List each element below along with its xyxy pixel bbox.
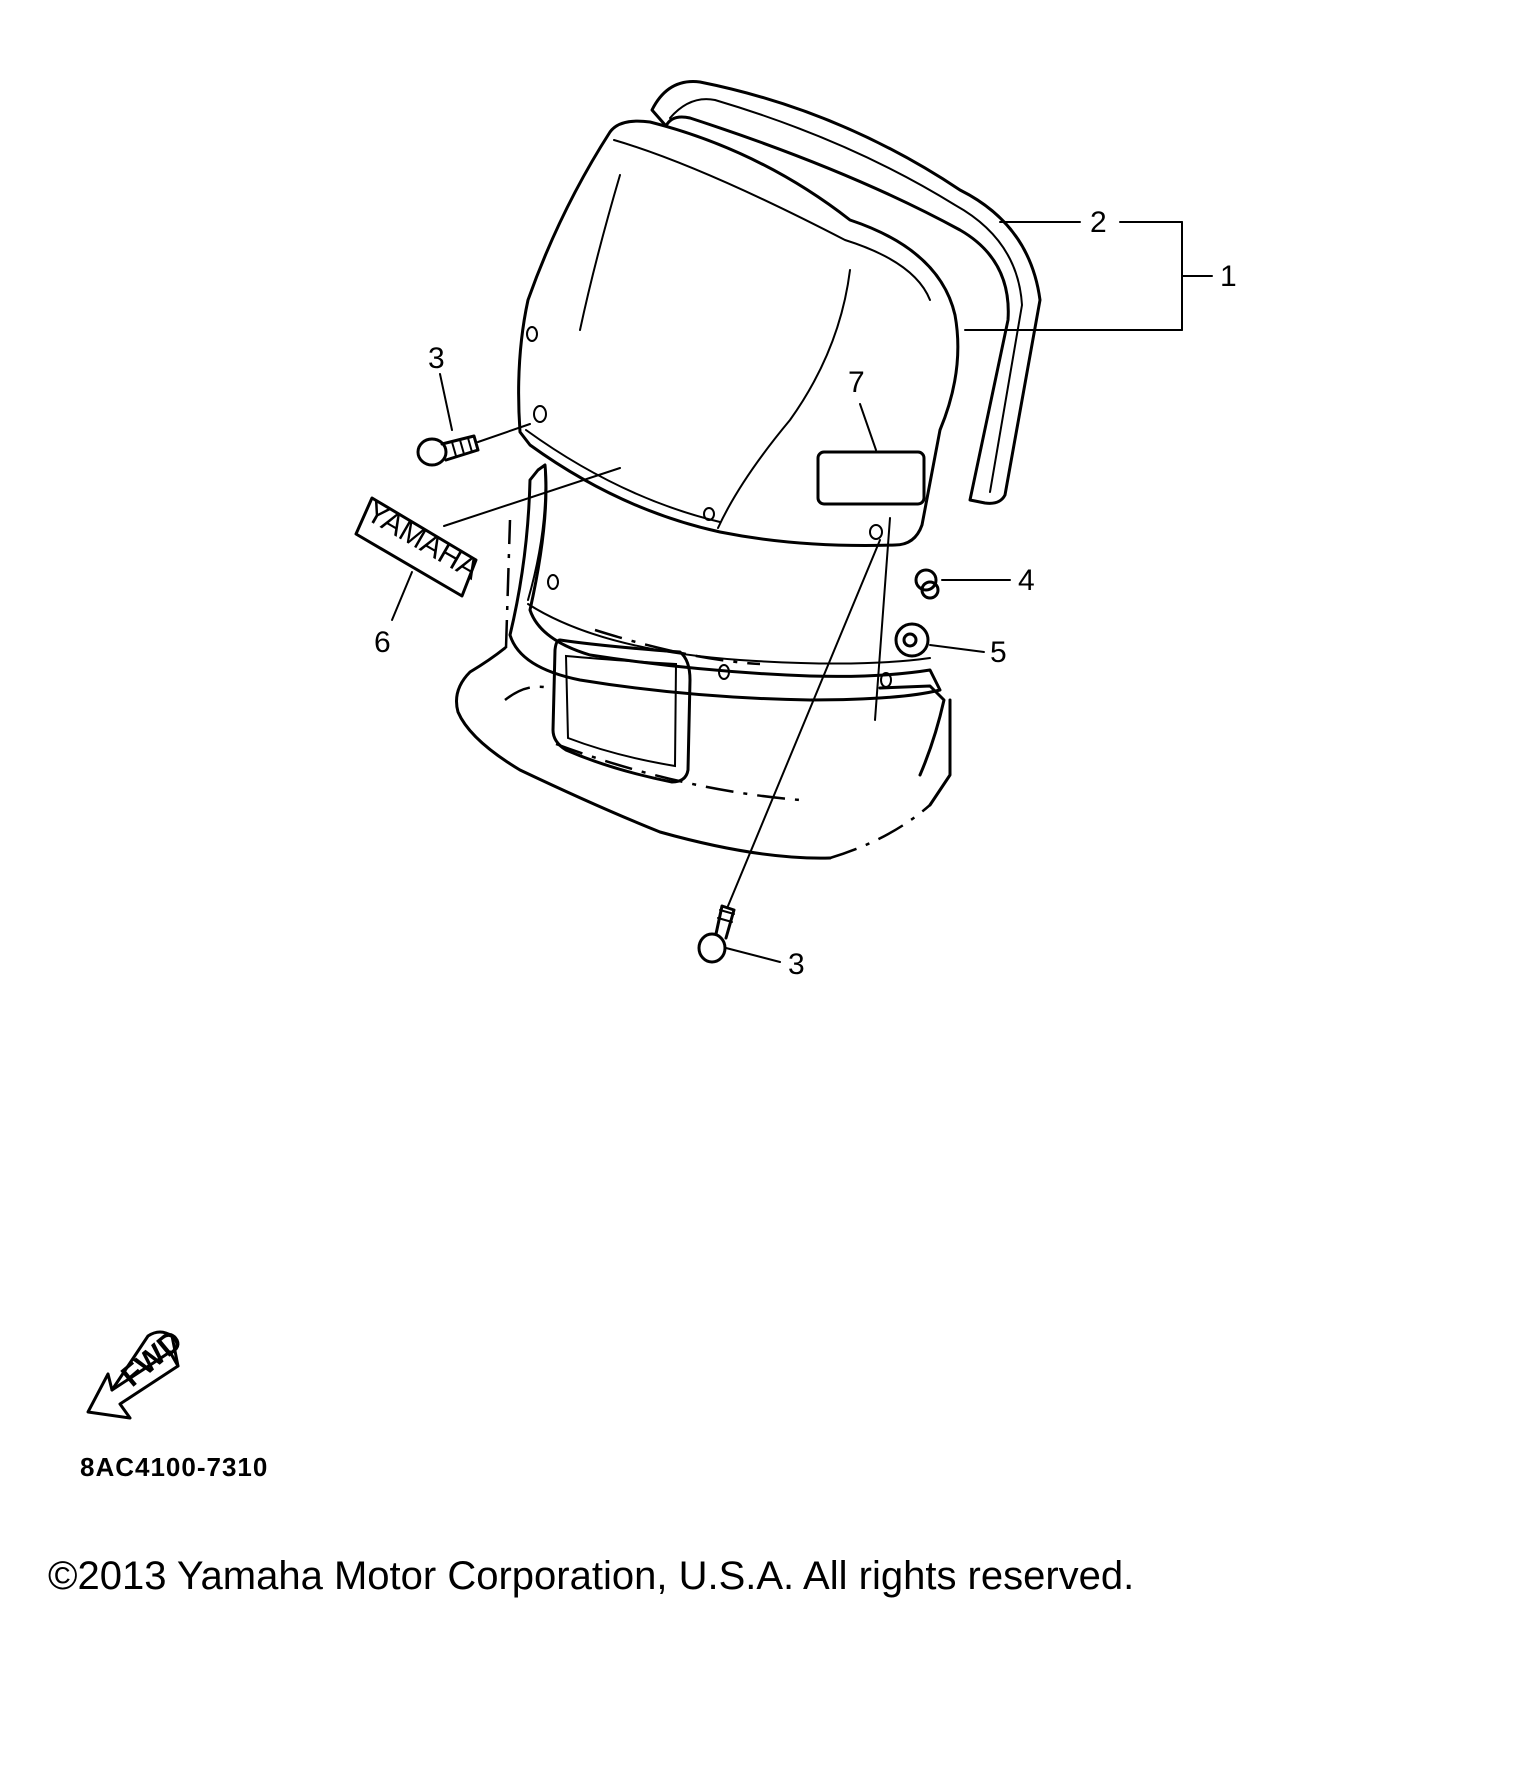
callout-3-top: 3: [428, 342, 445, 375]
assembly-bracket: [964, 221, 1213, 331]
yamaha-decal: YAMAHA: [354, 467, 621, 621]
diagram-code: 8AC4100-7310: [80, 1452, 269, 1482]
callout-1: 1: [1220, 260, 1237, 293]
callout-3-bottom: 3: [788, 948, 805, 981]
screw-bottom: [697, 539, 881, 964]
windshield-seal-strip: [650, 80, 1042, 505]
windshield-panel: [517, 119, 960, 547]
caution-label: [816, 450, 926, 506]
callout-6: 6: [374, 626, 391, 659]
lower-cowling: [455, 463, 952, 860]
screw-top: [416, 373, 531, 467]
callout-2: 2: [1090, 206, 1107, 239]
callout-7: 7: [848, 366, 865, 399]
nut: [914, 568, 1011, 600]
copyright-notice: ©2013 Yamaha Motor Corporation, U.S.A. A…: [48, 1554, 1135, 1598]
callout-5: 5: [990, 636, 1007, 669]
grommet: [894, 622, 985, 658]
fwd-arrow-icon: FWD: [86, 1324, 189, 1420]
callout-4: 4: [1018, 564, 1035, 597]
